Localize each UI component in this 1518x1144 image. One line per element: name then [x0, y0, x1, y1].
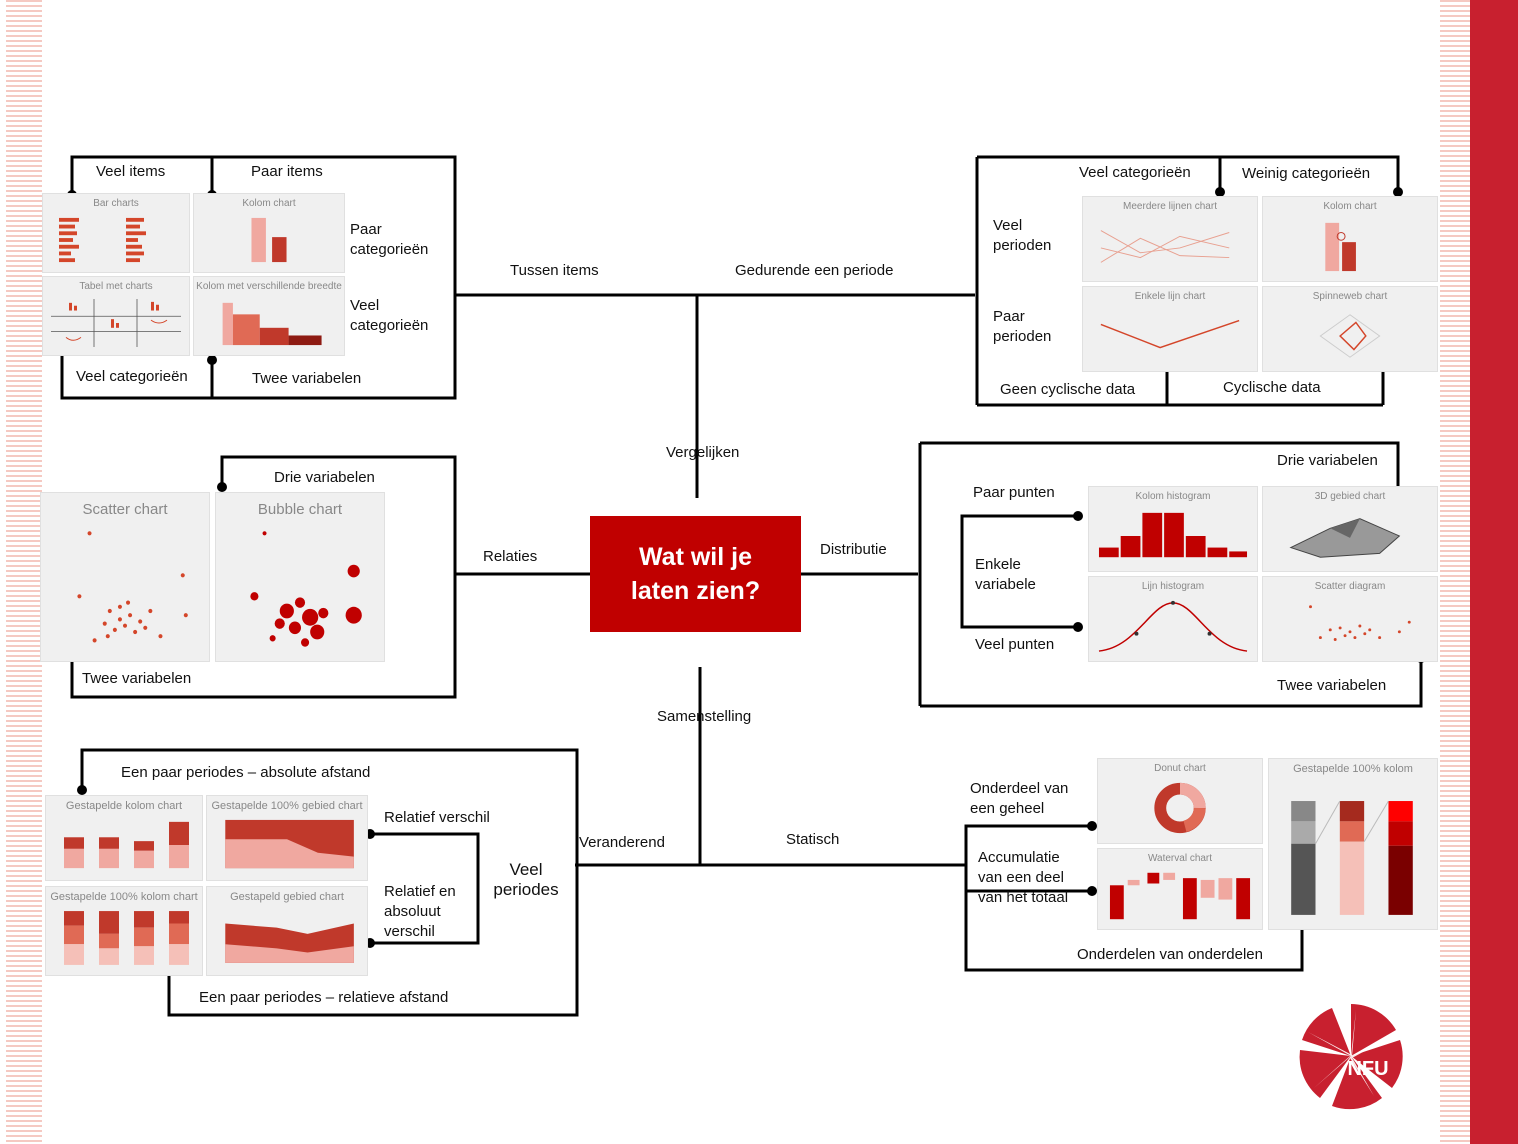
- thumb-title: Enkele lijn chart: [1134, 291, 1206, 302]
- thumb-title: Tabel met charts: [79, 281, 153, 292]
- label-veel-items: Veel items: [96, 163, 166, 180]
- thumb-title: Donut chart: [1154, 763, 1206, 774]
- thumb-waterval-chart: Waterval chart: [1097, 848, 1263, 930]
- thumb-title: Scatter diagram: [1314, 581, 1386, 592]
- thumb-title: Gestapelde 100% kolom: [1293, 763, 1413, 775]
- red-sidebar: [1470, 0, 1518, 1144]
- thumb-title: Kolom met verschillende breedte: [196, 281, 342, 292]
- thumb-donut-chart: Donut chart: [1097, 758, 1263, 844]
- thumb-3d-gebied: 3D gebied chart: [1262, 486, 1438, 572]
- label-veel-periodes: Veel periodes: [493, 860, 559, 899]
- thumb-kolom-chart: Kolom chart: [193, 193, 345, 273]
- label-drie-variabelen-ml: Drie variabelen: [274, 469, 375, 486]
- central-question-line1: Wat wil je: [639, 543, 752, 571]
- branch-distributie: Distributie: [820, 541, 887, 558]
- thumb-gestapelde-kolom: Gestapelde kolom chart: [45, 795, 203, 881]
- nfu-logo: NFU: [1292, 1000, 1410, 1117]
- label-veel-categorieen-tr: Veel categorieën: [1079, 164, 1191, 181]
- branch-samenstelling: Samenstelling: [657, 708, 752, 725]
- thumb-title: Scatter chart: [82, 501, 168, 518]
- label-veel-categorieen: Veel categorieën: [350, 297, 429, 334]
- thumb-title: Gestapelde 100% kolom chart: [50, 891, 198, 903]
- label-twee-variabelen-ml: Twee variabelen: [82, 670, 192, 687]
- thumb-title: Bar charts: [93, 198, 139, 209]
- label-cyclische: Cyclische data: [1223, 379, 1321, 396]
- branch-vergelijken: Vergelijken: [666, 444, 740, 461]
- central-question: Wat wil je laten zien?: [590, 516, 801, 632]
- branch-gedurende-periode: Gedurende een periode: [735, 262, 894, 279]
- thumb-kolom-chart-tr: Kolom chart: [1262, 196, 1438, 282]
- central-question-line2: laten zien?: [630, 577, 761, 605]
- thumb-kolom-verschillende-breedte: Kolom met verschillende breedte: [193, 276, 345, 356]
- thumb-title: Gestapelde 100% gebied chart: [211, 800, 363, 812]
- label-absolute-afstand: Een paar periodes – absolute afstand: [121, 764, 371, 781]
- label-drie-variabelen-mr: Drie variabelen: [1277, 452, 1378, 469]
- thumb-tabel-met-charts: Tabel met charts: [42, 276, 190, 356]
- branch-relaties: Relaties: [483, 548, 538, 565]
- branch-tussen-items: Tussen items: [510, 262, 599, 279]
- label-accumulatie: Accumulatie van een deel van het totaal: [978, 849, 1069, 906]
- thumb-title: Gestapelde kolom chart: [65, 800, 183, 812]
- left-stripes: [6, 0, 42, 1144]
- label-paar-perioden: Paar perioden: [993, 308, 1052, 345]
- thumb-scatter-chart: Scatter chart: [40, 492, 210, 662]
- label-relatief-verschil: Relatief verschil: [384, 809, 490, 826]
- thumb-kolom-histogram: Kolom histogram: [1088, 486, 1258, 572]
- thumb-lijn-histogram: Lijn histogram: [1088, 576, 1258, 662]
- thumb-title: Spinneweb chart: [1312, 291, 1388, 302]
- label-veel-perioden: Veel perioden: [993, 217, 1052, 254]
- thumb-title: Kolom histogram: [1135, 491, 1211, 502]
- thumb-gestapeld-gebied: Gestapeld gebied chart: [206, 886, 368, 976]
- thumb-scatter-diagram: Scatter diagram: [1262, 576, 1438, 662]
- thumb-enkele-lijn: Enkele lijn chart: [1082, 286, 1258, 372]
- label-paar-categorieen: Paar categorieën: [350, 221, 429, 258]
- thumb-title: 3D gebied chart: [1314, 491, 1386, 502]
- thumb-meerdere-lijnen: Meerdere lijnen chart: [1082, 196, 1258, 282]
- label-veel-punten: Veel punten: [975, 636, 1055, 653]
- thumb-title: Bubble chart: [257, 501, 343, 518]
- thumb-bar-charts: Bar charts: [42, 193, 190, 273]
- label-relatief-absoluut: Relatief en absoluut verschil: [384, 883, 456, 940]
- nfu-logo-text: NFU: [1347, 1058, 1388, 1080]
- thumb-gestapelde-100-kolom-br: Gestapelde 100% kolom: [1268, 758, 1438, 930]
- thumb-title: Gestapeld gebied chart: [230, 891, 344, 903]
- thumb-title: Kolom chart: [1323, 201, 1377, 212]
- label-onderdeel-geheel: Onderdeel van een geheel: [970, 780, 1069, 817]
- label-paar-items: Paar items: [251, 163, 323, 180]
- thumb-gestapelde-100-kolom: Gestapelde 100% kolom chart: [45, 886, 203, 976]
- label-onderdelen: Onderdelen van onderdelen: [1077, 946, 1263, 963]
- label-paar-punten: Paar punten: [973, 484, 1055, 501]
- label-relatieve-afstand: Een paar periodes – relatieve afstand: [199, 989, 449, 1006]
- thumb-bubble-chart: Bubble chart: [215, 492, 385, 662]
- branch-statisch: Statisch: [786, 831, 840, 848]
- thumb-title: Waterval chart: [1147, 853, 1213, 864]
- label-enkele-variabele: Enkele variabele: [975, 556, 1036, 593]
- thumb-title: Kolom chart: [242, 198, 296, 209]
- thumb-title: Meerdere lijnen chart: [1123, 201, 1217, 212]
- thumb-spinneweb: Spinneweb chart: [1262, 286, 1438, 372]
- thumb-title: Lijn histogram: [1141, 581, 1205, 592]
- branch-veranderend: Veranderend: [579, 834, 665, 851]
- label-veel-categorieen-bottom: Veel categorieën: [76, 368, 188, 385]
- label-twee-variabelen-mr: Twee variabelen: [1277, 677, 1387, 694]
- label-geen-cyclische: Geen cyclische data: [1000, 381, 1136, 398]
- label-weinig-categorieen: Weinig categorieën: [1242, 165, 1371, 182]
- label-twee-variabelen-tl: Twee variabelen: [252, 370, 362, 387]
- thumb-gestapelde-100-gebied: Gestapelde 100% gebied chart: [206, 795, 368, 881]
